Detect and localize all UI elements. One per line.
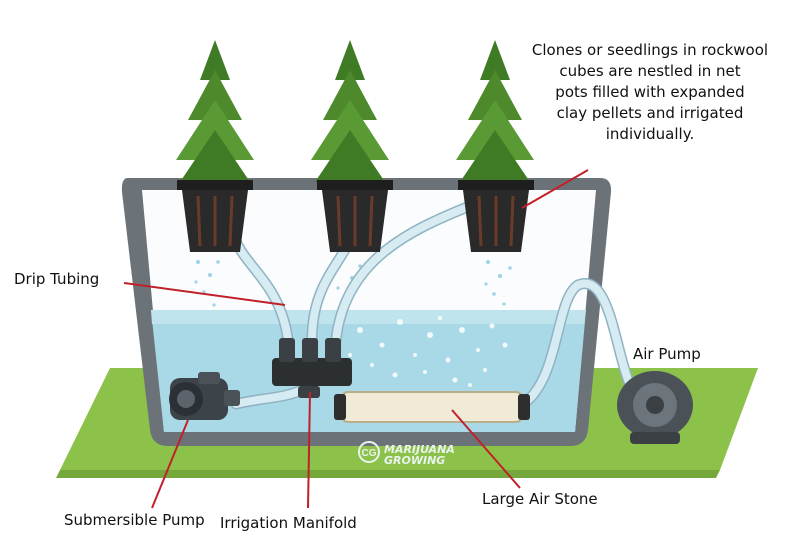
net-pot-2 — [317, 180, 393, 252]
air-bubbles — [348, 316, 508, 387]
pointer-drip-tubing — [123, 282, 286, 306]
pointer-submersible-pump — [151, 419, 189, 509]
submersible-pump — [169, 372, 240, 420]
logo-mark: CG — [358, 441, 380, 463]
label-air-pump: Air Pump — [633, 345, 701, 363]
logo-mark-text: CG — [362, 448, 377, 459]
label-drip-tubing: Drip Tubing — [14, 270, 100, 288]
net-pot-1 — [177, 180, 253, 252]
plant-1 — [176, 40, 254, 182]
plant-3 — [456, 40, 534, 182]
label-irrigation-manifold: Irrigation Manifold — [220, 514, 357, 532]
large-air-stone — [334, 391, 530, 423]
plant-2 — [311, 40, 389, 182]
label-submersible-pump: Submersible Pump — [64, 511, 205, 529]
irrigation-manifold — [272, 338, 352, 398]
logo-text: MARIJUANA GROWING — [384, 443, 455, 467]
water-surface — [151, 310, 586, 324]
pointer-net-pot — [521, 169, 589, 209]
air-pump — [617, 371, 693, 444]
pointer-air-stone — [451, 409, 521, 489]
ground-shade — [56, 470, 720, 478]
pointer-irrigation-manifold — [307, 391, 311, 509]
net-pot-note: Clones or seedlings in rockwool cubes ar… — [531, 41, 769, 143]
pointer-lines — [123, 169, 589, 509]
label-large-air-stone: Large Air Stone — [482, 490, 598, 508]
net-pot-3 — [458, 180, 534, 252]
